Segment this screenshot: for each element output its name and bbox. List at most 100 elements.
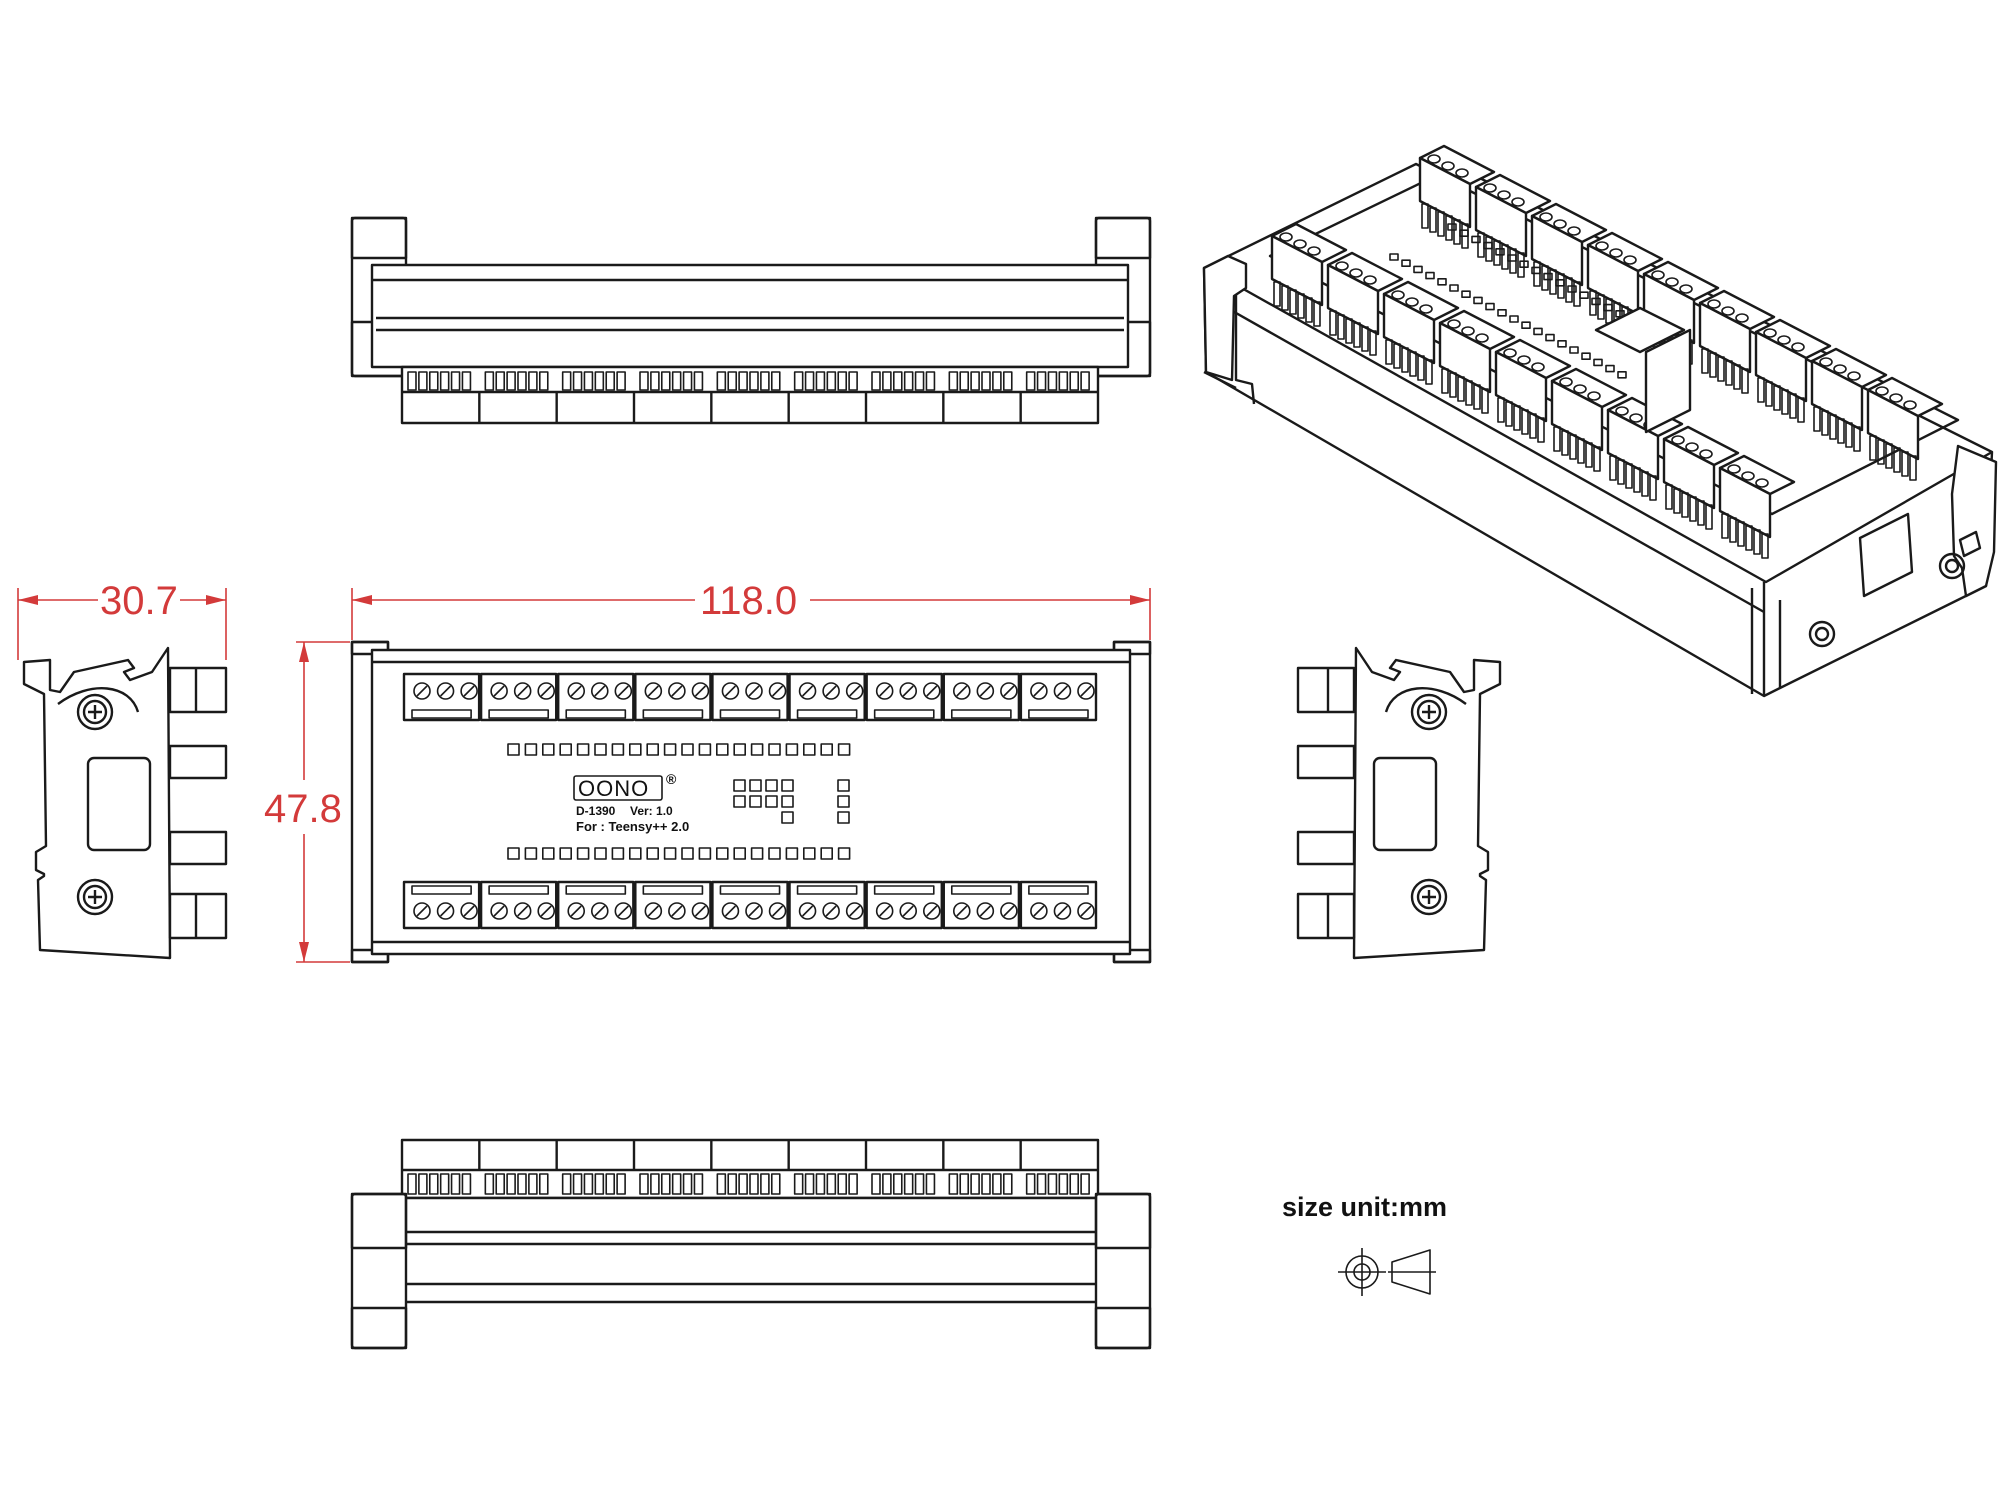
terminal-screw-icon bbox=[1777, 335, 1791, 345]
terminal-tooth bbox=[837, 1173, 848, 1195]
terminal-tooth bbox=[671, 1173, 682, 1195]
terminal-screw-icon bbox=[1833, 364, 1847, 374]
header-pin bbox=[1579, 291, 1589, 300]
header-pin bbox=[1567, 285, 1577, 293]
header-pin bbox=[749, 779, 762, 792]
third-angle-projection-icon bbox=[1338, 1248, 1436, 1296]
terminal-tooth bbox=[1058, 1173, 1069, 1195]
terminal-tooth bbox=[871, 1173, 881, 1195]
terminal-tooth bbox=[716, 1173, 727, 1195]
terminal-screw-icon bbox=[1077, 682, 1095, 700]
brand-logo-box bbox=[573, 775, 663, 801]
terminal-screw-icon bbox=[590, 902, 609, 920]
header-pin bbox=[1593, 358, 1603, 367]
terminal-tooth bbox=[903, 1173, 914, 1195]
terminal-screw-icon bbox=[567, 682, 586, 700]
header-pin bbox=[1581, 352, 1591, 361]
header-pin bbox=[1605, 364, 1615, 373]
terminal-screw-icon bbox=[1497, 190, 1511, 200]
header-pin bbox=[1389, 253, 1399, 261]
header-pin bbox=[715, 743, 729, 756]
terminal-tooth bbox=[439, 371, 450, 391]
terminal-screw-icon bbox=[1903, 400, 1917, 410]
terminal-block bbox=[1019, 672, 1098, 722]
header-pin bbox=[628, 743, 642, 756]
header-pin bbox=[663, 847, 677, 860]
terminal-screw-icon bbox=[845, 682, 864, 700]
terminal-tooth bbox=[760, 1173, 770, 1195]
terminal-screw-icon bbox=[1847, 371, 1861, 381]
terminal-screw-icon bbox=[1307, 246, 1321, 256]
terminal-tooth bbox=[418, 1173, 428, 1195]
terminal-screw-icon bbox=[1475, 333, 1489, 343]
terminal-tooth bbox=[1080, 1173, 1090, 1195]
terminal-screw-icon bbox=[537, 682, 556, 700]
header-pin bbox=[1461, 290, 1471, 299]
terminal-tooth bbox=[1025, 1173, 1036, 1195]
terminal-tooth bbox=[639, 1173, 649, 1195]
header-pin bbox=[1521, 321, 1531, 330]
terminal-screw-icon bbox=[1000, 682, 1018, 700]
header-pin bbox=[1519, 260, 1529, 269]
terminal-tooth bbox=[1080, 371, 1090, 391]
terminal-screw-icon bbox=[1665, 277, 1679, 287]
terminal-tooth bbox=[461, 371, 472, 391]
terminal-tooth bbox=[992, 371, 1002, 391]
terminal-tooth bbox=[693, 1173, 704, 1195]
terminal-tooth bbox=[561, 371, 572, 391]
terminal-screw-icon bbox=[822, 682, 840, 700]
header-pin bbox=[765, 795, 778, 808]
terminal-screw-icon bbox=[1517, 355, 1531, 365]
terminal-tooth bbox=[959, 1173, 970, 1195]
screw-icon bbox=[76, 878, 114, 916]
terminal-screw-icon bbox=[845, 902, 864, 920]
terminal-screw-icon bbox=[1679, 284, 1693, 294]
terminal-screw-icon bbox=[922, 902, 941, 920]
header-pin bbox=[507, 743, 520, 756]
terminal-screw-icon bbox=[1335, 261, 1349, 271]
terminal-screw-icon bbox=[413, 682, 431, 700]
terminal-screw-icon bbox=[976, 902, 995, 920]
header-pin bbox=[1507, 254, 1517, 262]
header-pin bbox=[1555, 278, 1565, 287]
terminal-screw-icon bbox=[1053, 682, 1072, 700]
terminal-screw-icon bbox=[1595, 241, 1609, 251]
header-pin bbox=[594, 743, 607, 756]
terminal-screw-icon bbox=[952, 902, 971, 920]
terminal-screw-icon bbox=[1511, 197, 1525, 207]
terminal-tooth bbox=[804, 371, 815, 391]
terminal-tooth bbox=[1036, 1173, 1047, 1195]
header-pin bbox=[594, 847, 607, 860]
terminal-tooth bbox=[871, 371, 881, 391]
header-pin bbox=[785, 743, 799, 756]
header-pin bbox=[837, 847, 851, 860]
terminal-screw-icon bbox=[1030, 902, 1048, 920]
terminal-tooth bbox=[605, 371, 616, 391]
header-pin bbox=[681, 847, 694, 860]
terminal-screw-icon bbox=[768, 902, 787, 920]
header-pin bbox=[1459, 229, 1469, 237]
terminal-screw-icon bbox=[1553, 219, 1567, 229]
terminal-screw-icon bbox=[1053, 902, 1072, 920]
header-pin bbox=[768, 743, 781, 756]
terminal-tooth bbox=[428, 1173, 439, 1195]
header-pin bbox=[820, 743, 834, 756]
header-pin bbox=[750, 847, 764, 860]
terminal-screw-icon bbox=[490, 682, 508, 700]
screw-icon bbox=[1410, 693, 1448, 731]
terminal-screw-icon bbox=[1531, 362, 1545, 372]
terminal-tooth bbox=[671, 371, 682, 391]
terminal-block bbox=[557, 880, 635, 930]
terminal-screw-icon bbox=[1405, 297, 1419, 307]
terminal-screw-icon bbox=[1791, 342, 1805, 352]
terminal-screw-icon bbox=[1721, 306, 1735, 316]
header-pin bbox=[646, 847, 660, 860]
terminal-tooth bbox=[461, 1173, 472, 1195]
header-pin bbox=[1437, 277, 1447, 286]
terminal-tooth bbox=[948, 1173, 959, 1195]
header-pin bbox=[1533, 327, 1543, 336]
terminal-screw-icon bbox=[1559, 377, 1573, 387]
terminal-tooth bbox=[826, 1173, 837, 1195]
terminal-tooth bbox=[914, 371, 925, 391]
